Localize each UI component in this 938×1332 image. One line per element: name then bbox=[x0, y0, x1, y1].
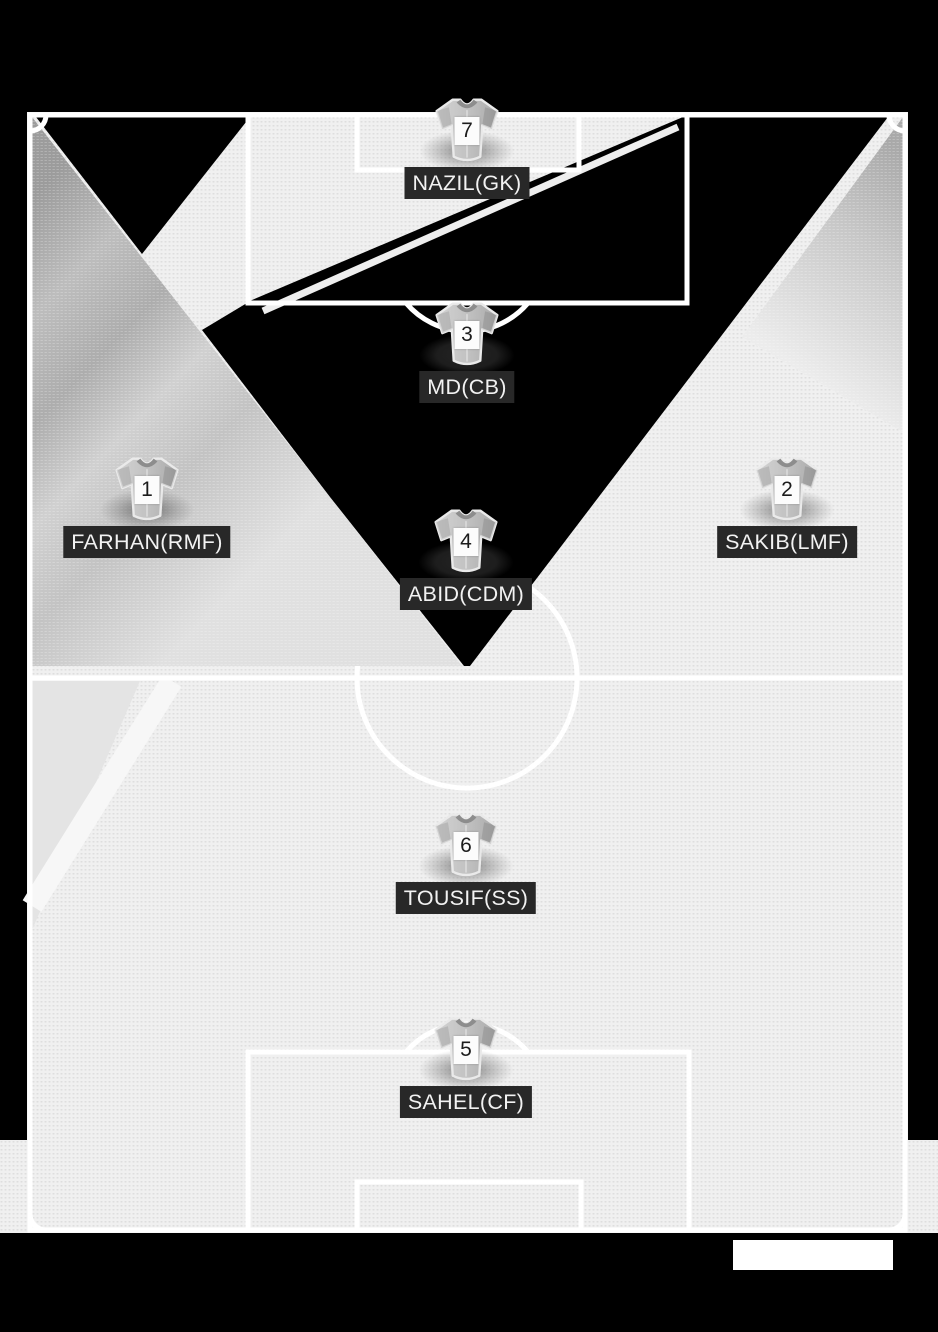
jersey-number: 2 bbox=[774, 476, 800, 504]
player-marker-sahel[interactable]: 5 SAHEL(CF) bbox=[399, 1015, 533, 1125]
corner-arc-topleft bbox=[29, 114, 49, 134]
diagonal-light-stripe bbox=[261, 123, 680, 315]
jersey-number: 7 bbox=[454, 117, 480, 145]
corner-arc-bottomleft bbox=[27, 1213, 47, 1233]
corner-arc-bottomright bbox=[888, 1213, 908, 1233]
player-marker-md[interactable]: 3 MD(CB) bbox=[419, 300, 515, 410]
player-marker-abid[interactable]: 4 ABID(CDM) bbox=[399, 507, 533, 617]
player-marker-sakib[interactable]: 2 SAKIB(LMF) bbox=[717, 455, 857, 565]
jersey-number: 6 bbox=[453, 832, 479, 860]
player-label: TOUSIF(SS) bbox=[395, 882, 537, 914]
jersey-number: 3 bbox=[454, 321, 480, 349]
player-marker-farhan[interactable]: 1 FARHAN(RMF) bbox=[63, 455, 231, 565]
player-marker-nazil[interactable]: 7 NAZIL(GK) bbox=[404, 96, 530, 206]
player-label: SAKIB(LMF) bbox=[717, 526, 857, 558]
watermark-box bbox=[733, 1240, 893, 1270]
player-label: FARHAN(RMF) bbox=[63, 526, 231, 558]
bottomleft-swoosh-light bbox=[22, 675, 182, 912]
player-label: ABID(CDM) bbox=[399, 578, 533, 610]
jersey-number: 5 bbox=[453, 1036, 479, 1064]
player-label: MD(CB) bbox=[419, 371, 515, 403]
jersey-number: 1 bbox=[134, 476, 160, 504]
corner-arc-topright bbox=[886, 114, 906, 134]
black-wedge-topleft bbox=[36, 117, 250, 254]
black-central-v bbox=[202, 117, 888, 666]
player-label: SAHEL(CF) bbox=[399, 1086, 533, 1118]
overlay-shapes bbox=[22, 117, 903, 930]
player-marker-tousif[interactable]: 6 TOUSIF(SS) bbox=[395, 811, 537, 921]
player-label: NAZIL(GK) bbox=[404, 167, 530, 199]
bottom-goal-box bbox=[354, 1179, 584, 1233]
jersey-number: 4 bbox=[453, 528, 479, 556]
